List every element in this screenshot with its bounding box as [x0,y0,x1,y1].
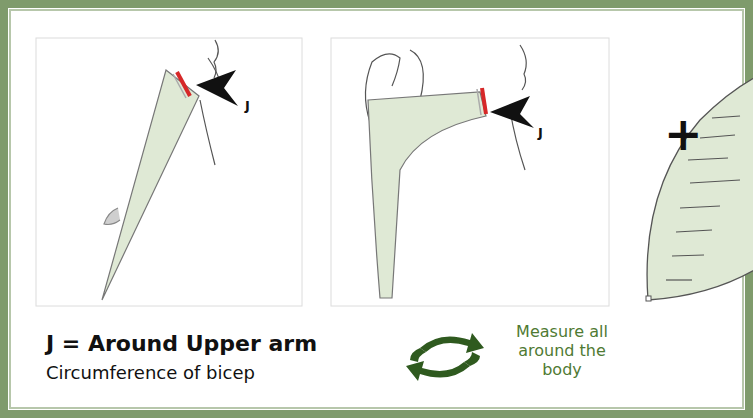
inner-frame [10,10,743,408]
arm-sketch-side [102,40,238,300]
sketch-panel [331,38,609,306]
circular-arrows-icon [406,333,484,381]
callout-letter: J [245,99,250,114]
arm-sketch-raised [365,45,534,298]
measurement-description: Circumference of bicep [46,363,255,384]
callout-letter: J [538,126,543,141]
plus-sign: + [664,108,703,161]
instruction-note: Measure all around the body [512,322,612,380]
measurement-heading: J = Around Upper arm [46,331,317,356]
measuring-tape-leaf [646,70,753,301]
sketch-panel [36,38,302,306]
frame [4,4,749,414]
